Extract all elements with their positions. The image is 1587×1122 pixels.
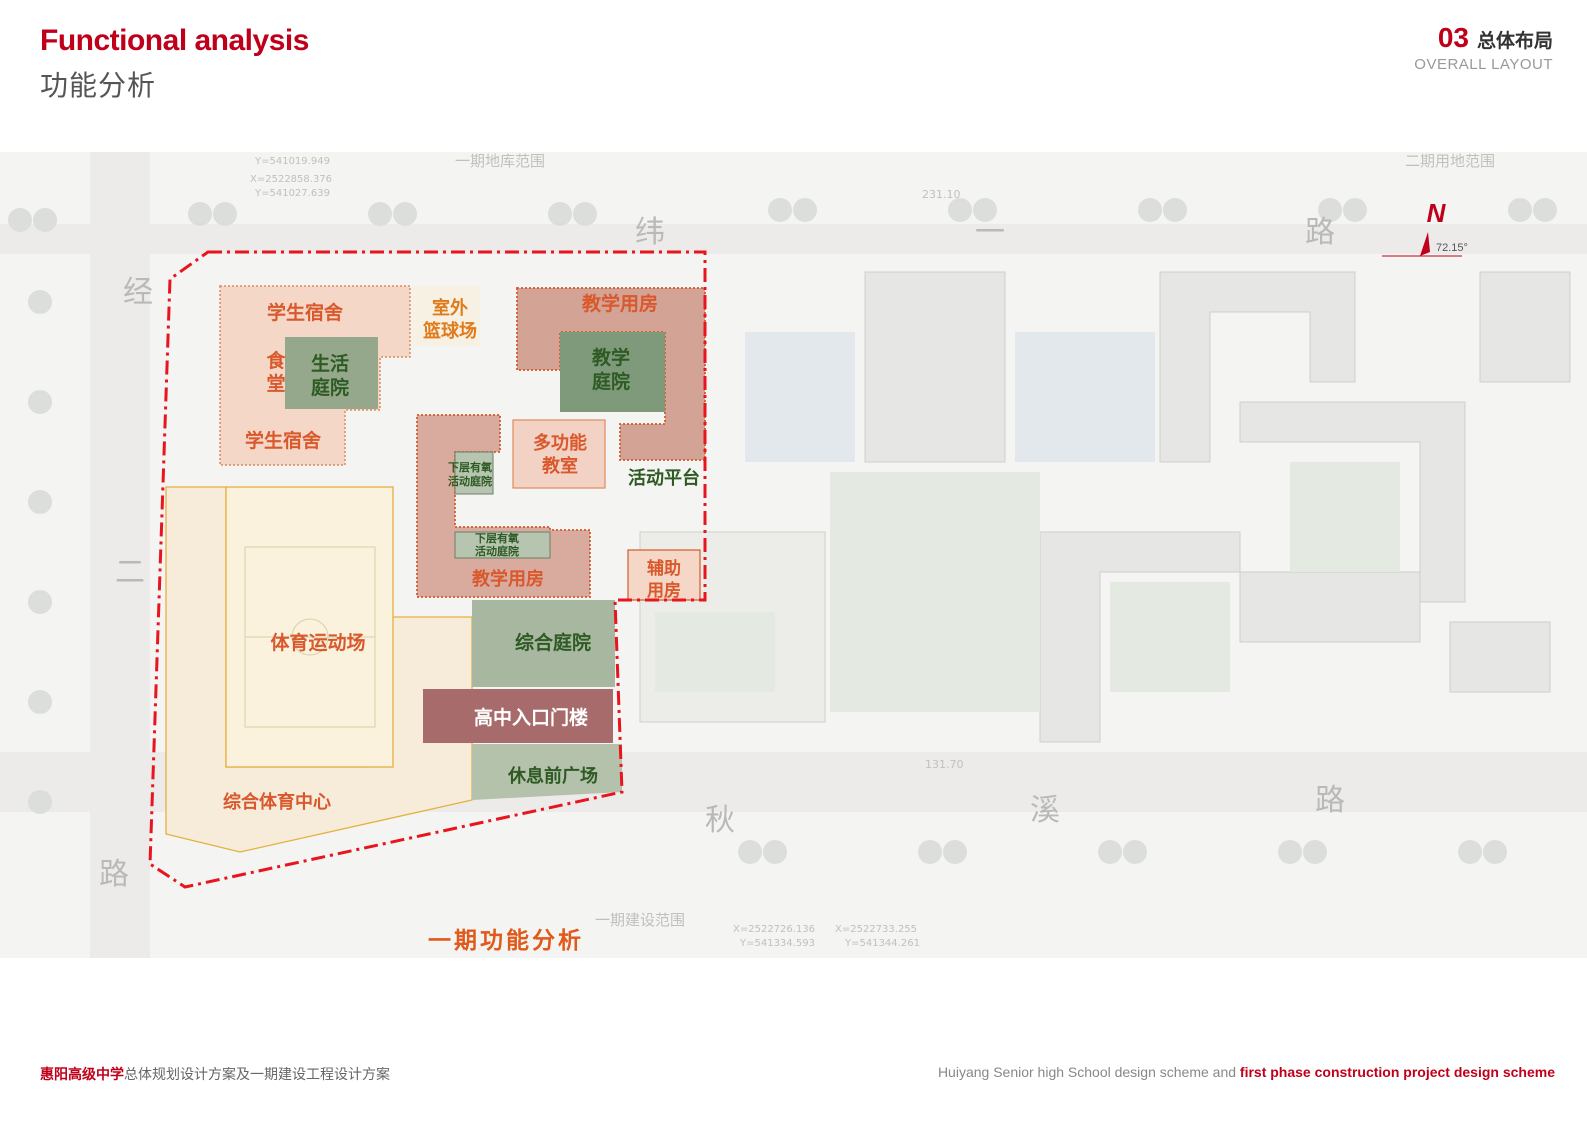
- note-coord-1: Y=541019.949: [254, 156, 330, 167]
- north-angle: 72.15°: [1436, 242, 1468, 254]
- label-lower-court-1a: 下层有氧: [448, 460, 492, 474]
- zone-lower-court-2: [454, 531, 551, 559]
- road-left-char-1: 经: [123, 275, 153, 310]
- zone-teaching-top: [516, 287, 706, 461]
- label-multifunction-2: 教室: [542, 455, 578, 477]
- zone-life-courtyard: [285, 337, 378, 409]
- section-number: 03: [1437, 22, 1469, 53]
- zone-lower-court-1: [454, 451, 494, 495]
- note-coord-4: X=2522726.136: [733, 924, 815, 935]
- footer-school-name: 惠阳高级中学: [40, 1067, 124, 1083]
- zone-basketball: [412, 286, 480, 346]
- title-english: Functional analysis: [40, 24, 309, 57]
- road-top-char-1: 纬: [635, 215, 665, 250]
- label-teaching-courtyard-2: 庭院: [592, 370, 630, 393]
- phase2-buildings: [639, 271, 1571, 743]
- road-bottom-char-1: 秋: [705, 803, 735, 838]
- note-phase1-construction: 一期建设范围: [595, 911, 685, 929]
- section-title-cn: 总体布局: [1476, 30, 1553, 52]
- note-dim-top: 231.10: [922, 188, 961, 201]
- phase1-zones: [165, 285, 706, 853]
- footer-scheme-en: Huiyang Senior high School design scheme…: [937, 1064, 1240, 1080]
- label-teaching-bottom: 教学用房: [472, 568, 544, 590]
- label-dorm-top: 学生宿舍: [267, 301, 344, 324]
- note-phase1-basement: 一期地库范围: [455, 152, 545, 170]
- note-coord-6: X=2522733.255: [835, 924, 917, 935]
- plan-caption: 一期功能分析: [428, 927, 584, 954]
- note-dim-bottom: 131.70: [925, 758, 964, 771]
- label-auxiliary-2: 用房: [647, 580, 681, 601]
- note-coord-3: Y=541027.639: [254, 188, 330, 199]
- label-gym: 综合体育中心: [223, 791, 331, 813]
- field-markings: [244, 546, 376, 728]
- footer-scheme-en-bold: first phase construction project design …: [1239, 1064, 1555, 1080]
- road-top-char-3: 路: [1305, 215, 1335, 250]
- footer-right: Huiyang Senior high School design scheme…: [938, 1064, 1555, 1080]
- zone-comp-courtyard: [472, 600, 615, 687]
- label-canteen-2: 堂: [266, 373, 285, 395]
- footer-scheme-cn: 总体规划设计方案及一期建设工程设计方案: [124, 1067, 390, 1083]
- zone-teaching-courtyard: [560, 332, 665, 412]
- note-coord-5: Y=541334.593: [739, 938, 815, 949]
- road-left-band: [90, 152, 150, 958]
- label-basketball-1: 室外: [432, 297, 468, 319]
- label-multifunction-1: 多功能: [533, 432, 587, 454]
- note-coord-2: X=2522858.376: [250, 174, 332, 185]
- road-top-band: [0, 224, 1587, 254]
- label-comp-courtyard: 综合庭院: [515, 631, 591, 654]
- label-dorm-bottom: 学生宿舍: [245, 429, 322, 452]
- zone-plaza: [472, 744, 622, 800]
- label-basketball-2: 篮球场: [422, 320, 477, 342]
- label-life-courtyard-2: 庭院: [311, 376, 349, 399]
- road-bottom-char-2: 溪: [1030, 793, 1060, 828]
- north-arrow-icon: [1420, 232, 1430, 256]
- note-coord-7: Y=541344.261: [844, 938, 920, 949]
- label-plaza: 休息前广场: [507, 765, 598, 787]
- label-gate: 高中入口门楼: [474, 706, 588, 729]
- road-left-char-3: 路: [99, 857, 129, 892]
- phase1-boundary: [148, 250, 707, 889]
- label-teaching-courtyard-1: 教学: [592, 346, 630, 369]
- road-bottom-char-3: 路: [1315, 783, 1345, 818]
- label-lower-court-2a: 下层有氧: [475, 531, 519, 545]
- label-canteen-1: 食: [266, 349, 286, 372]
- label-life-courtyard-1: 生活: [311, 352, 349, 375]
- site-plan: 学生宿舍 学生宿舍 食 堂 生活 庭院 室外 篮球场 教学用房 教学 庭院 多功…: [0, 152, 1587, 958]
- footer-left: 惠阳高级中学总体规划设计方案及一期建设工程设计方案: [40, 1064, 390, 1084]
- section-label: 03 总体布局 OVERALL LAYOUT: [1414, 22, 1553, 73]
- note-phase2-land: 二期用地范围: [1405, 152, 1495, 170]
- zone-auxiliary: [627, 549, 701, 601]
- road-left-char-2: 二: [115, 555, 145, 590]
- zone-gate: [423, 689, 613, 743]
- phase2-landscape: [655, 332, 1400, 712]
- north-letter: N: [1427, 198, 1447, 228]
- label-teaching-top: 教学用房: [582, 292, 658, 315]
- label-sports-field: 体育运动场: [270, 631, 365, 654]
- title-chinese: 功能分析: [40, 69, 157, 102]
- zone-multifunction: [512, 419, 606, 489]
- tree-rows: [8, 198, 1557, 864]
- label-lower-court-1b: 活动庭院: [448, 474, 492, 488]
- zone-sports-field: [225, 486, 394, 768]
- north-arrow: N 72.15°: [1382, 198, 1468, 257]
- road-top-char-2: 一: [975, 215, 1005, 250]
- label-auxiliary-1: 辅助: [647, 558, 681, 579]
- section-title-en: OVERALL LAYOUT: [1414, 56, 1553, 73]
- label-platform: 活动平台: [628, 467, 700, 489]
- label-lower-court-2b: 活动庭院: [475, 544, 519, 558]
